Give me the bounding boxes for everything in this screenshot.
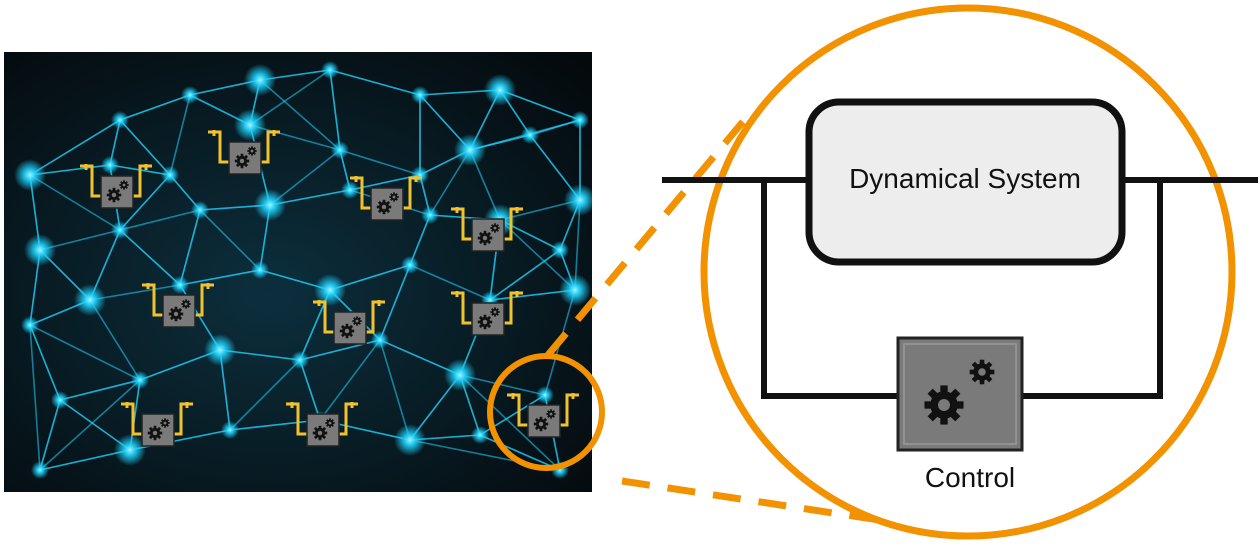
- network-node: [254, 189, 286, 221]
- network-node: [244, 64, 276, 96]
- network-node: [204, 334, 236, 366]
- network-node: [74, 284, 106, 316]
- network-node: [181, 86, 199, 104]
- network-node: [131, 371, 149, 389]
- network-node: [51, 391, 69, 409]
- network-node: [191, 201, 209, 219]
- network-edge: [299, 359, 321, 421]
- network-edge: [29, 324, 141, 381]
- network-node: [394, 424, 426, 456]
- network-edge: [229, 359, 301, 431]
- feedback-loop-lines: [662, 177, 1258, 399]
- network-edge: [379, 264, 411, 341]
- network-edge: [489, 249, 561, 301]
- network-node: [564, 184, 592, 216]
- network-node: [454, 134, 486, 166]
- network-node: [101, 156, 119, 174]
- zoom-detail-circle: [700, 4, 1236, 540]
- network-edge: [119, 174, 171, 231]
- network-edge: [29, 174, 121, 231]
- network-node: [171, 276, 189, 294]
- network-edge: [479, 434, 561, 471]
- network-edge: [39, 399, 61, 471]
- network-edge: [39, 379, 141, 471]
- network-node: [314, 274, 346, 306]
- network-node: [321, 61, 339, 79]
- network-node: [371, 331, 389, 349]
- network-node: [571, 111, 589, 129]
- network-node: [536, 386, 554, 404]
- network-edge: [249, 69, 331, 126]
- network-node: [421, 206, 439, 224]
- network-node: [551, 241, 569, 259]
- network-node: [444, 359, 476, 391]
- control-block: [896, 336, 1024, 452]
- network-node: [21, 316, 39, 334]
- network-edge: [229, 419, 321, 431]
- network-edge: [169, 94, 191, 176]
- network-node: [14, 159, 46, 191]
- network-edge: [259, 79, 341, 151]
- network-node: [471, 426, 489, 444]
- network-edge: [119, 119, 171, 176]
- network-node: [411, 86, 429, 104]
- network-node: [401, 256, 419, 274]
- network-edge: [179, 269, 261, 286]
- network-edge: [339, 149, 421, 176]
- network-edge: [29, 119, 121, 176]
- network-edge: [59, 379, 141, 401]
- network-node: [161, 166, 179, 184]
- dynamical-system-block: [805, 98, 1126, 266]
- network-node: [521, 126, 539, 144]
- network-edge: [119, 209, 201, 231]
- network-edge: [379, 339, 411, 441]
- zoom-highlight-circle: [487, 353, 605, 471]
- dynamical-system-label: Dynamical System: [849, 163, 1081, 194]
- network-node: [24, 234, 56, 266]
- network-edge: [329, 69, 341, 151]
- network-edge: [409, 264, 491, 301]
- network-node: [331, 141, 349, 159]
- network-node: [221, 421, 239, 439]
- network-node: [484, 74, 516, 106]
- network-node: [411, 166, 429, 184]
- network-edge: [179, 209, 201, 286]
- network-edge: [199, 209, 261, 271]
- network-node: [114, 434, 146, 466]
- network-node: [234, 109, 266, 141]
- control-label: Control: [925, 462, 1015, 493]
- network-node: [559, 274, 591, 306]
- network-edge: [29, 324, 41, 471]
- network-edge: [119, 229, 181, 286]
- network-edge: [329, 69, 421, 96]
- network-node: [111, 221, 129, 239]
- network-edge: [29, 324, 61, 401]
- network-edge: [459, 374, 561, 471]
- network-node: [31, 461, 49, 479]
- network-panel: [4, 52, 592, 492]
- zoom-connector-lines: [545, 115, 933, 532]
- network-node: [111, 111, 129, 129]
- network-node: [251, 261, 269, 279]
- network-node: [291, 351, 309, 369]
- network-node: [341, 181, 359, 199]
- network-edge: [119, 94, 191, 121]
- network-edge: [319, 339, 381, 421]
